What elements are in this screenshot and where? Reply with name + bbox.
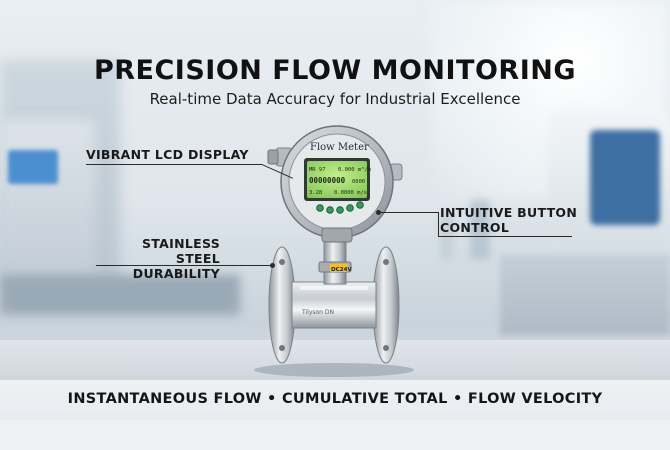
background-screen-right [590, 130, 660, 225]
leader-line-lcd [86, 164, 262, 165]
feature-list: INSTANTANEOUS FLOW • CUMULATIVE TOTAL • … [67, 391, 603, 407]
callout-buttons-line1: INTUITIVE BUTTON [440, 205, 578, 220]
lcd-row2-right: 0000 [352, 179, 365, 185]
leader-dot-steel [270, 263, 275, 268]
callout-buttons-line2: CONTROL [440, 220, 510, 235]
background-glassware [470, 200, 490, 260]
headline: PRECISION FLOW MONITORING [93, 55, 577, 86]
leader-line-buttons [380, 212, 438, 213]
button-1 [316, 204, 324, 212]
lcd-row2-left: 00000000 [309, 176, 346, 185]
button-5 [356, 201, 364, 209]
lcd-screen [307, 161, 367, 198]
product-shadow [254, 363, 414, 377]
control-buttons [316, 201, 364, 214]
leader-line-buttons-underline [438, 236, 572, 237]
sensor-stem [323, 237, 347, 285]
lcd-row1-right: 0.000 m³/h [338, 166, 371, 173]
lcd-row1-left: MR 97 [309, 167, 326, 173]
button-2 [326, 206, 334, 214]
tagline: Real-time Data Accuracy for Industrial E… [149, 90, 521, 108]
voltage-tag-text: DC24V [331, 267, 353, 273]
feature-band [0, 380, 670, 420]
background-bench [0, 275, 240, 315]
callout-steel-line2: DURABILITY [132, 266, 220, 281]
lcd-row3-right: 0.0000 m/s [334, 190, 367, 196]
callout-buttons: INTUITIVE BUTTON CONTROL [440, 205, 577, 235]
background-glassware [440, 215, 454, 260]
background-machine-left [0, 120, 95, 280]
pipe-marking: Tilyson DN [301, 309, 334, 316]
leader-dot-buttons [376, 210, 381, 215]
button-4 [346, 204, 354, 212]
device-label: Flow Meter [310, 142, 369, 153]
button-3 [336, 206, 344, 214]
callout-steel-line1: STAINLESS STEEL [142, 236, 220, 266]
callout-steel: STAINLESS STEEL DURABILITY [96, 236, 220, 281]
bottom-strip [0, 420, 670, 450]
leader-line-steel [96, 265, 272, 266]
leader-line-buttons-vertical [438, 212, 439, 236]
lcd-row3-left: 3.28 [309, 190, 322, 196]
callout-lcd: VIBRANT LCD DISPLAY [86, 147, 249, 162]
background-screen-left [8, 150, 58, 184]
voltage-tag [330, 264, 348, 272]
background-cabinet [500, 255, 670, 335]
